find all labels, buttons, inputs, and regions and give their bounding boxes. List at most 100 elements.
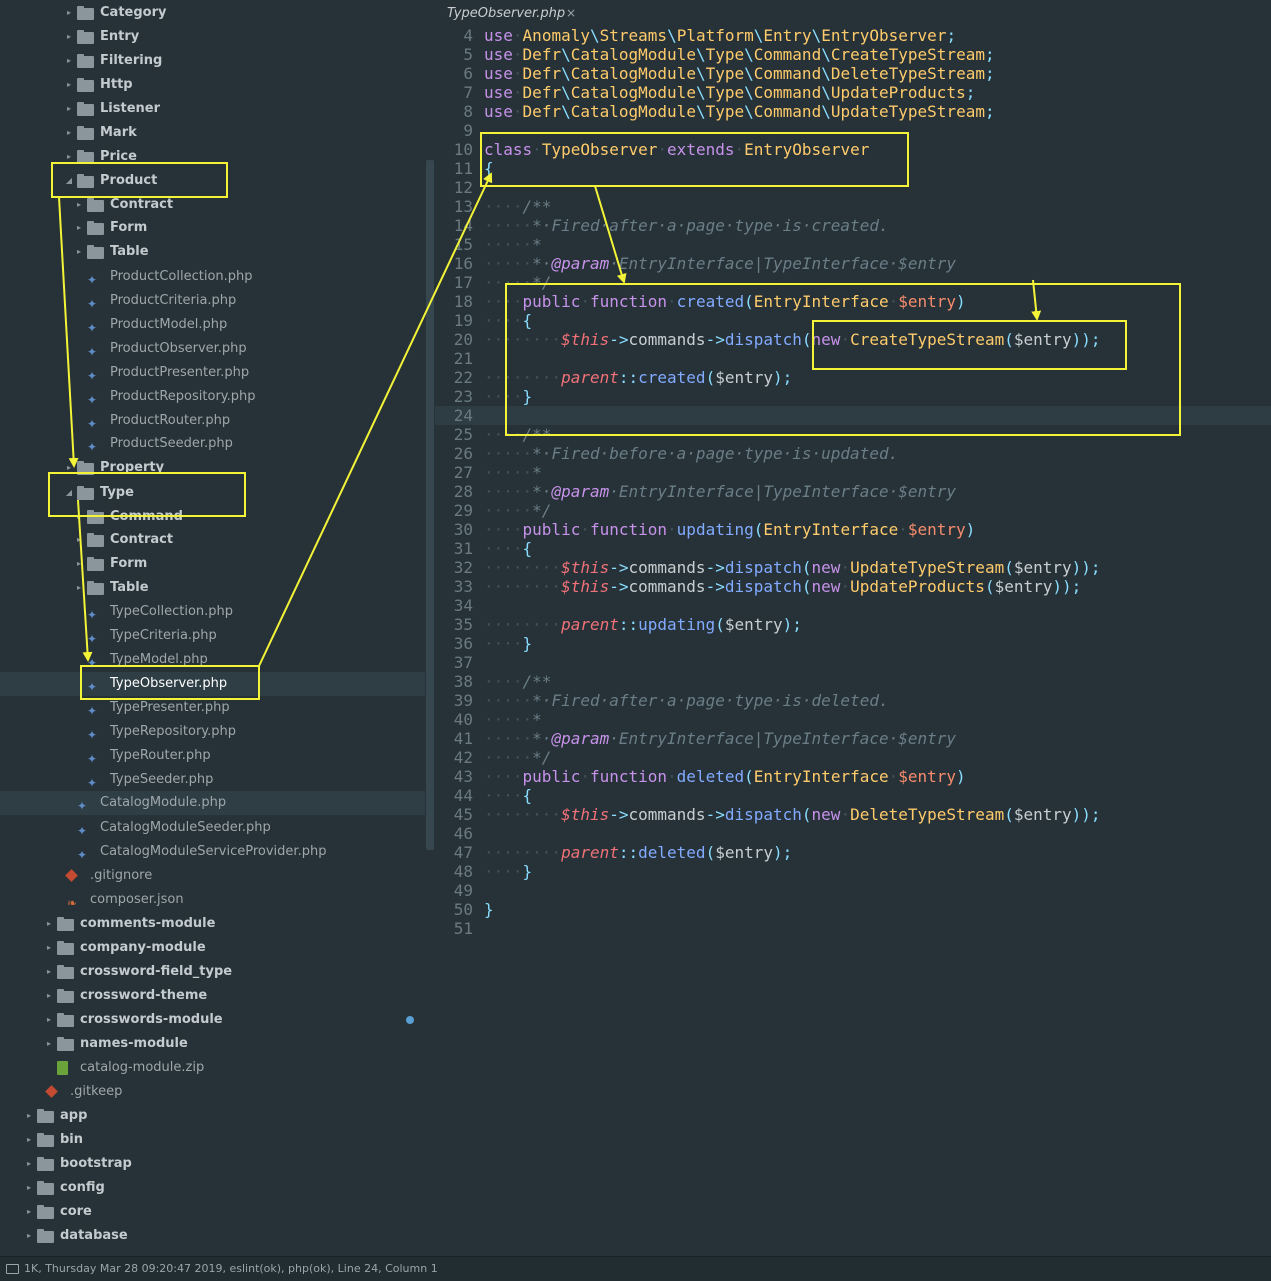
tree-folder[interactable]: ▸crossword-field_type bbox=[0, 960, 425, 984]
tree-folder[interactable]: ▸crosswords-module bbox=[0, 1008, 425, 1032]
code-line[interactable]: 36····} bbox=[435, 634, 1271, 653]
tree-file[interactable]: ✦TypeModel.php bbox=[0, 648, 425, 672]
code-line[interactable]: 30····public·function·updating(EntryInte… bbox=[435, 520, 1271, 539]
chevron-right-icon[interactable]: ▸ bbox=[76, 247, 81, 256]
code-line[interactable]: 35········parent::updating($entry); bbox=[435, 615, 1271, 634]
chevron-right-icon[interactable]: ▸ bbox=[26, 1183, 31, 1192]
code-line[interactable]: 28·····*·@param·EntryInterface|TypeInter… bbox=[435, 482, 1271, 501]
tree-folder[interactable]: ▸config bbox=[0, 1176, 425, 1200]
code-line[interactable]: 11{ bbox=[435, 159, 1271, 178]
tree-file[interactable]: ✦CatalogModuleSeeder.php bbox=[0, 816, 425, 840]
code-line[interactable]: 13····/** bbox=[435, 197, 1271, 216]
tree-folder[interactable]: ▸core bbox=[0, 1200, 425, 1224]
code-line[interactable]: 16·····*·@param·EntryInterface|TypeInter… bbox=[435, 254, 1271, 273]
tree-file[interactable]: ✦ProductSeeder.php bbox=[0, 432, 425, 456]
tree-file[interactable]: ✦ProductCriteria.php bbox=[0, 289, 425, 313]
code-line[interactable]: 51 bbox=[435, 919, 1271, 938]
code-line[interactable]: 27·····* bbox=[435, 463, 1271, 482]
code-line[interactable]: 47········parent::deleted($entry); bbox=[435, 843, 1271, 862]
code-line[interactable]: 9 bbox=[435, 121, 1271, 140]
code-line[interactable]: 20········$this->commands->dispatch(new·… bbox=[435, 330, 1271, 349]
tab-typeobserver[interactable]: TypeObserver.php × bbox=[435, 0, 585, 26]
sidebar-scrollbar[interactable] bbox=[426, 160, 434, 850]
chevron-right-icon[interactable]: ▸ bbox=[46, 919, 51, 928]
tree-file[interactable]: ✦ProductCollection.php bbox=[0, 265, 425, 289]
chevron-right-icon[interactable]: ▸ bbox=[46, 1015, 51, 1024]
chevron-right-icon[interactable]: ▸ bbox=[46, 967, 51, 976]
tree-folder[interactable]: ▸Contract bbox=[0, 193, 425, 217]
tree-file[interactable]: ✦TypeRepository.php bbox=[0, 720, 425, 744]
chevron-right-icon[interactable]: ▸ bbox=[66, 104, 71, 113]
tree-file[interactable]: catalog-module.zip bbox=[0, 1056, 425, 1080]
chevron-right-icon[interactable]: ▸ bbox=[76, 559, 81, 568]
code-line[interactable]: 40·····* bbox=[435, 710, 1271, 729]
code-line[interactable]: 38····/** bbox=[435, 672, 1271, 691]
code-line[interactable]: 45········$this->commands->dispatch(new·… bbox=[435, 805, 1271, 824]
chevron-down-icon[interactable]: ◢ bbox=[65, 176, 73, 185]
tree-file[interactable]: ✦CatalogModuleServiceProvider.php bbox=[0, 840, 425, 864]
chevron-right-icon[interactable]: ▸ bbox=[26, 1135, 31, 1144]
tree-folder[interactable]: ▸Filtering bbox=[0, 49, 425, 73]
code-line[interactable]: 12 bbox=[435, 178, 1271, 197]
code-line[interactable]: 15·····* bbox=[435, 235, 1271, 254]
code-line[interactable]: 22········parent::created($entry); bbox=[435, 368, 1271, 387]
tree-folder[interactable]: ▸Table bbox=[0, 240, 425, 264]
tree-folder[interactable]: ▸Form bbox=[0, 216, 425, 240]
chevron-right-icon[interactable]: ▸ bbox=[76, 200, 81, 209]
tree-folder[interactable]: ▸bin bbox=[0, 1128, 425, 1152]
chevron-right-icon[interactable]: ▸ bbox=[66, 32, 71, 41]
chevron-right-icon[interactable]: ▸ bbox=[66, 56, 71, 65]
tab-close-icon[interactable]: × bbox=[566, 6, 577, 20]
tree-file[interactable]: ✦ProductObserver.php bbox=[0, 337, 425, 361]
tree-folder[interactable]: ▸bootstrap bbox=[0, 1152, 425, 1176]
terminal-icon[interactable] bbox=[6, 1264, 19, 1274]
tree-file[interactable]: ✦TypeRouter.php bbox=[0, 744, 425, 768]
tree-file[interactable]: ✦TypePresenter.php bbox=[0, 696, 425, 720]
code-line[interactable]: 41·····*·@param·EntryInterface|TypeInter… bbox=[435, 729, 1271, 748]
tree-folder[interactable]: ◢Type bbox=[0, 481, 425, 505]
tree-file[interactable]: ✦TypeCriteria.php bbox=[0, 624, 425, 648]
code-line[interactable]: 21 bbox=[435, 349, 1271, 368]
chevron-right-icon[interactable]: ▸ bbox=[76, 583, 81, 592]
tree-folder[interactable]: ▸Entry bbox=[0, 25, 425, 49]
code-line[interactable]: 18····public·function·created(EntryInter… bbox=[435, 292, 1271, 311]
chevron-right-icon[interactable]: ▸ bbox=[66, 80, 71, 89]
code-line[interactable]: 42·····*/ bbox=[435, 748, 1271, 767]
code-line[interactable]: 32········$this->commands->dispatch(new·… bbox=[435, 558, 1271, 577]
code-line[interactable]: 46 bbox=[435, 824, 1271, 843]
tree-folder[interactable]: ▸comments-module bbox=[0, 912, 425, 936]
tree-folder[interactable]: ▸Form bbox=[0, 552, 425, 576]
chevron-right-icon[interactable]: ▸ bbox=[66, 152, 71, 161]
tree-folder[interactable]: ▸Listener bbox=[0, 97, 425, 121]
tree-file[interactable]: ✦ProductModel.php bbox=[0, 313, 425, 337]
tree-file[interactable]: ✦TypeCollection.php bbox=[0, 600, 425, 624]
code-line[interactable]: 39·····*·Fired·after·a·page·type·is·dele… bbox=[435, 691, 1271, 710]
chevron-right-icon[interactable]: ▸ bbox=[26, 1159, 31, 1168]
chevron-right-icon[interactable]: ▸ bbox=[26, 1231, 31, 1240]
code-line[interactable]: 44····{ bbox=[435, 786, 1271, 805]
chevron-right-icon[interactable]: ▸ bbox=[26, 1207, 31, 1216]
tree-folder[interactable]: ▸database bbox=[0, 1224, 425, 1248]
tree-folder[interactable]: ▸Category bbox=[0, 1, 425, 25]
tree-file[interactable]: .gitignore bbox=[0, 864, 425, 888]
code-line[interactable]: 23····} bbox=[435, 387, 1271, 406]
code-line[interactable]: 29·····*/ bbox=[435, 501, 1271, 520]
chevron-right-icon[interactable]: ▸ bbox=[66, 8, 71, 17]
tree-file[interactable]: ✦ProductRouter.php bbox=[0, 409, 425, 433]
tree-file[interactable]: ✦ProductPresenter.php bbox=[0, 361, 425, 385]
chevron-right-icon[interactable]: ▸ bbox=[46, 1039, 51, 1048]
tree-folder[interactable]: ▸app bbox=[0, 1104, 425, 1128]
code-line[interactable]: 31····{ bbox=[435, 539, 1271, 558]
tree-file[interactable]: ✦CatalogModule.php bbox=[0, 791, 425, 815]
code-line[interactable]: 34 bbox=[435, 596, 1271, 615]
code-line[interactable]: 17·····*/ bbox=[435, 273, 1271, 292]
tree-folder[interactable]: ▸names-module bbox=[0, 1032, 425, 1056]
tree-folder[interactable]: ▸Table bbox=[0, 576, 425, 600]
